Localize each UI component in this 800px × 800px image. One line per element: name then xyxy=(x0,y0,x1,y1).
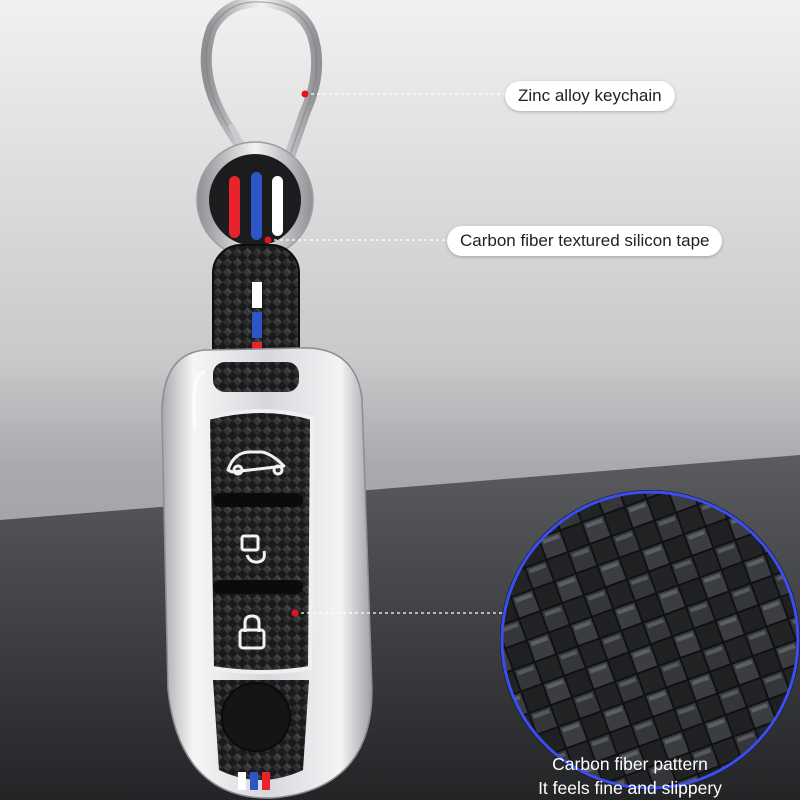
callout-marker-tape xyxy=(264,236,272,244)
caption-line-1: Carbon fiber pattern xyxy=(552,754,708,774)
unlock-icon xyxy=(240,534,266,564)
caption-line-2: It feels fine and slippery xyxy=(538,778,722,798)
caption: Carbon fiber pattern It feels fine and s… xyxy=(505,752,755,800)
callout-keychain: Zinc alloy keychain xyxy=(505,81,675,111)
lock-icon xyxy=(238,614,266,650)
callout-marker-keychain xyxy=(301,90,309,98)
callout-tape: Carbon fiber textured silicon tape xyxy=(447,226,723,256)
trunk-open-icon xyxy=(226,450,286,476)
callout-marker-pattern xyxy=(291,609,299,617)
carbon-zoom-circle xyxy=(500,490,800,790)
stripe-badge xyxy=(196,141,314,259)
key-fob xyxy=(161,347,373,799)
